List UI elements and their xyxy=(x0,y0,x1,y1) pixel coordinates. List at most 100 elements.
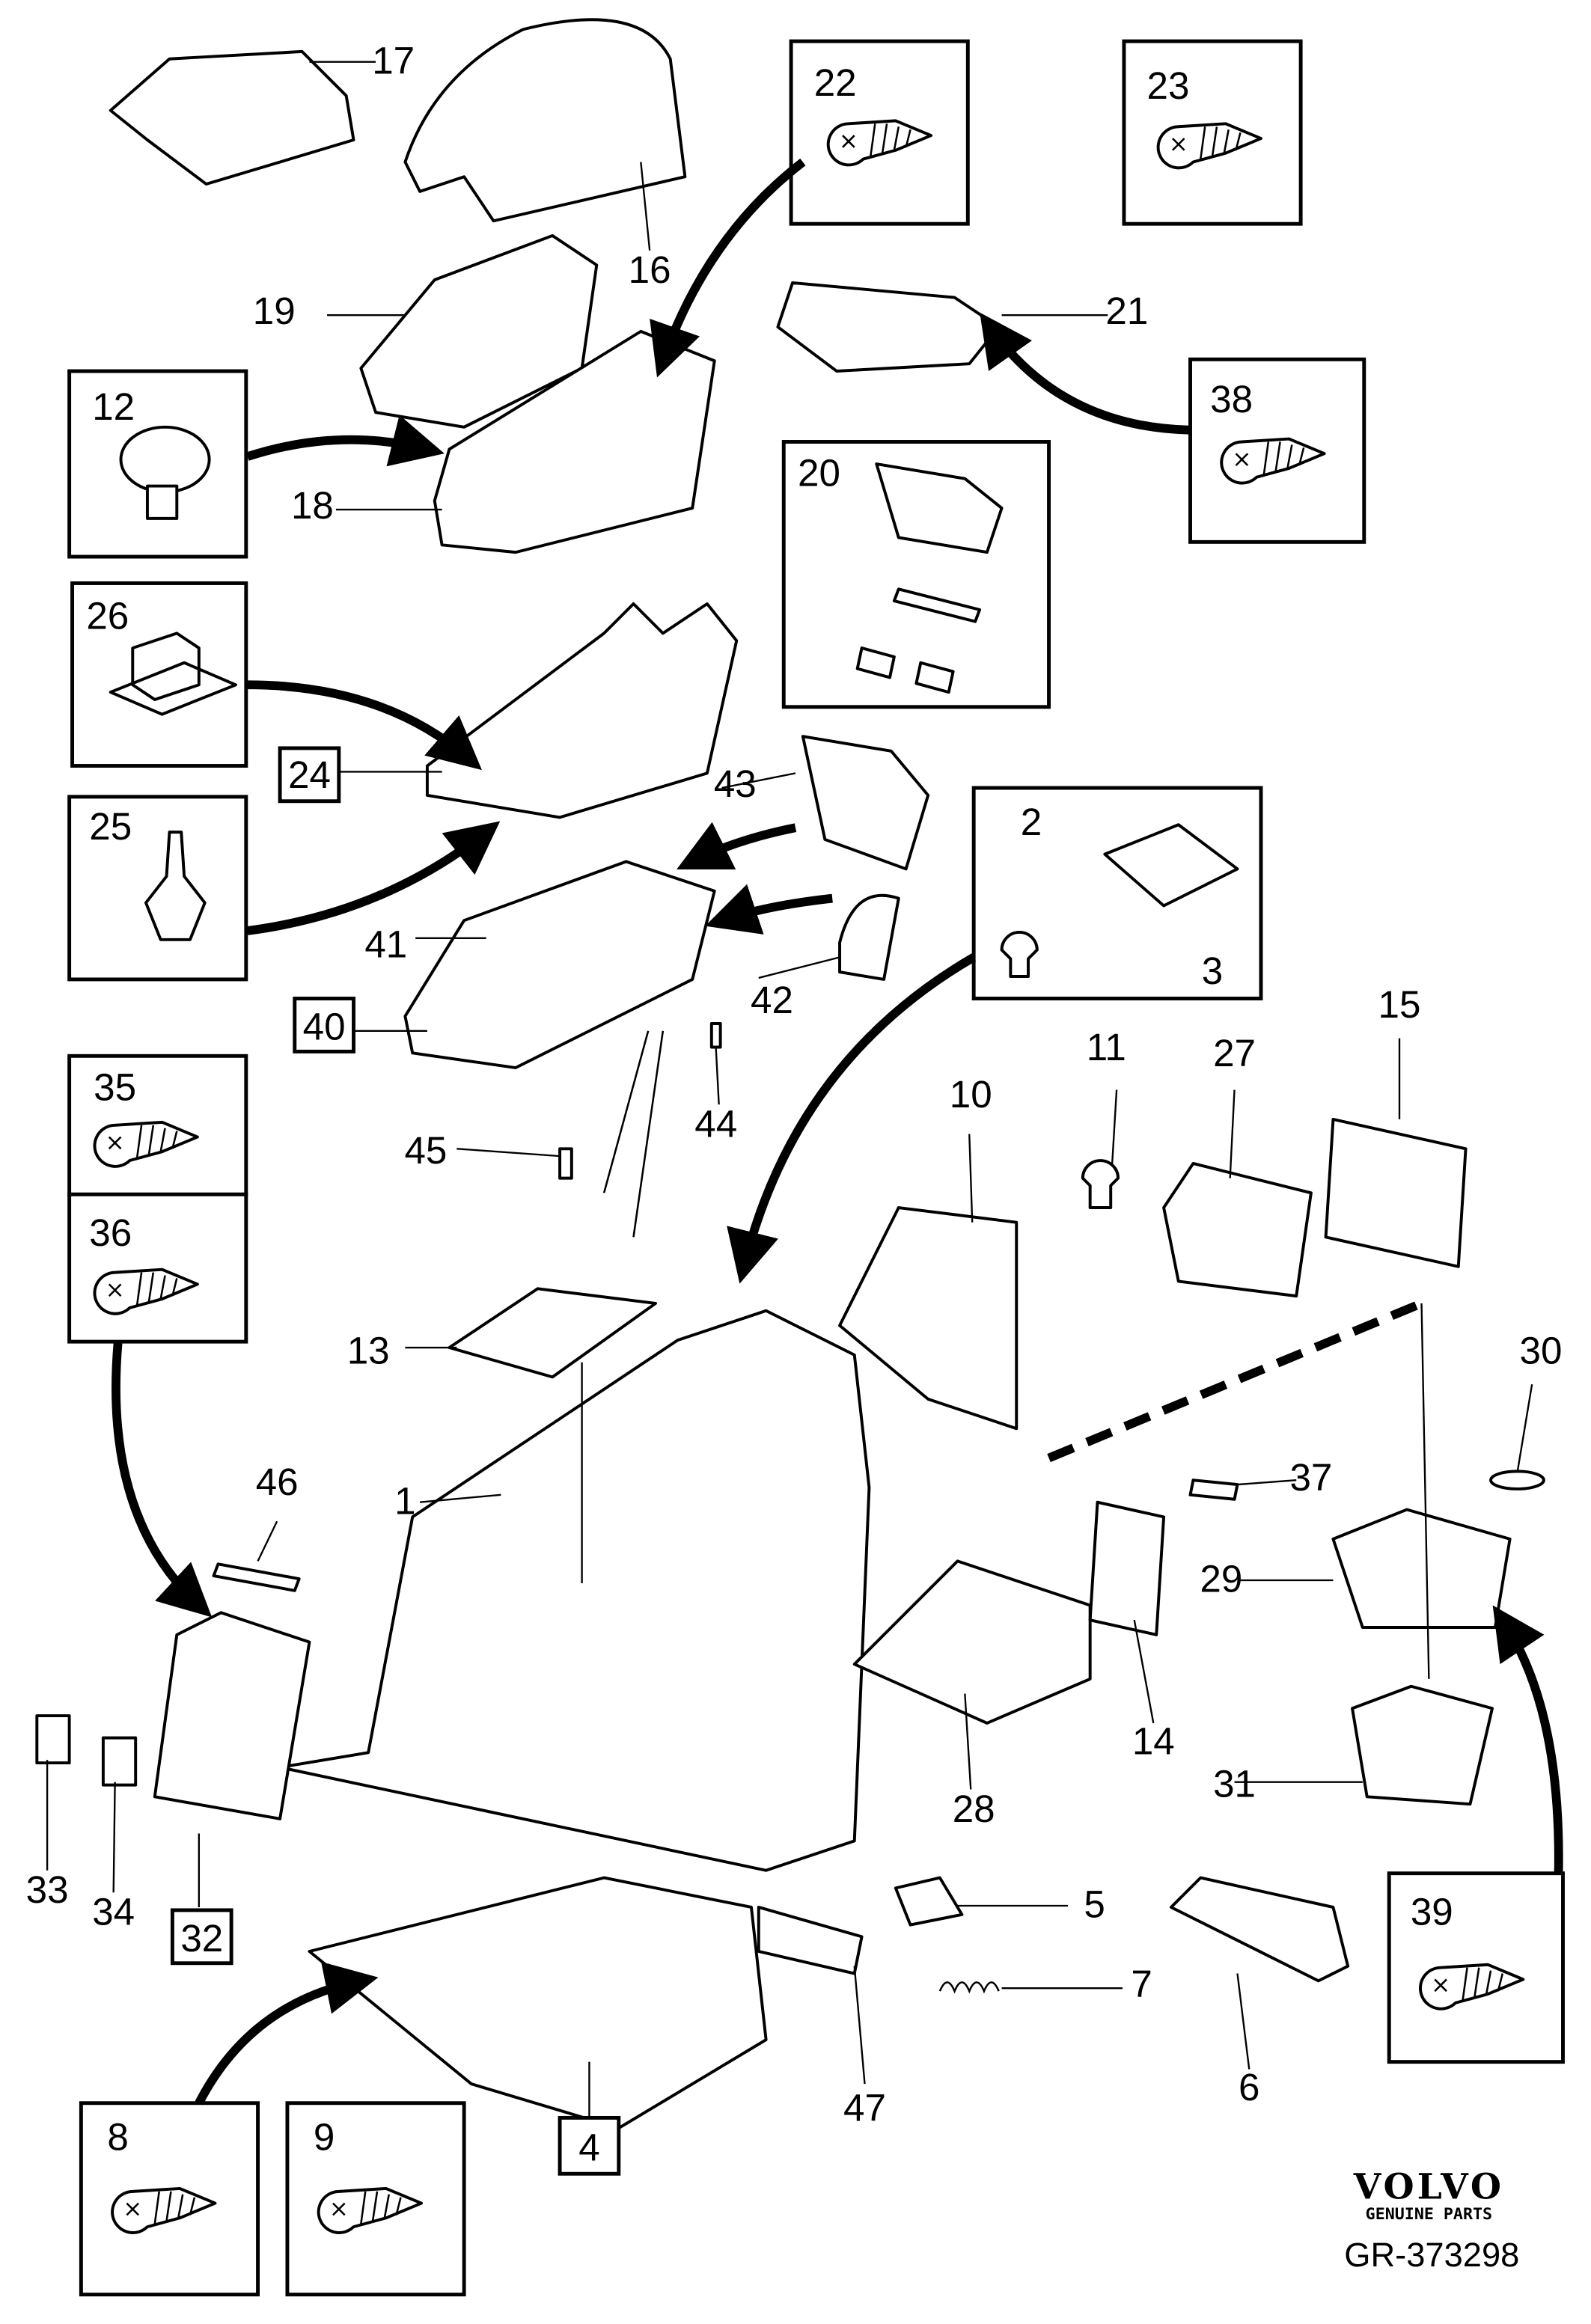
part-17-cover xyxy=(109,49,355,186)
callout-14: 14 xyxy=(1132,1719,1175,1762)
callout-46: 46 xyxy=(256,1461,299,1503)
callout-6: 6 xyxy=(1239,2066,1259,2109)
part-47-pad xyxy=(757,1905,864,1975)
part-32-panel xyxy=(153,1611,311,1820)
callout-43: 43 xyxy=(714,762,757,805)
part-box-9 xyxy=(285,2101,466,2297)
part-11-clip xyxy=(1081,1159,1120,1209)
callout-28: 28 xyxy=(953,1788,995,1830)
part-16-lid xyxy=(403,18,687,223)
part-box-2-3 xyxy=(971,786,1263,1000)
callout-9: 9 xyxy=(314,2116,335,2159)
callout-25: 25 xyxy=(89,805,132,848)
part-5-latch xyxy=(894,1876,964,1927)
callout-29: 29 xyxy=(1200,1558,1242,1600)
part-18-armrest xyxy=(433,329,716,554)
boxed-label-4 xyxy=(558,2115,621,2176)
part-34-clip xyxy=(101,1736,138,1787)
part-10-bracket xyxy=(838,1206,1019,1431)
callout-34: 34 xyxy=(92,1891,135,1933)
callout-12: 12 xyxy=(92,385,135,428)
callout-24: 24 xyxy=(288,753,331,796)
callout-37: 37 xyxy=(1289,1456,1332,1499)
callout-47: 47 xyxy=(843,2086,886,2129)
callout-18: 18 xyxy=(291,484,334,527)
volvo-logo: VOLVO xyxy=(1353,2167,1504,2208)
callout-17: 17 xyxy=(372,39,415,82)
part-4-tray xyxy=(308,1876,768,2130)
boxed-label-24 xyxy=(278,746,341,804)
callout-2: 2 xyxy=(1021,801,1042,843)
callout-31: 31 xyxy=(1213,1762,1256,1805)
part-46-strip xyxy=(212,1562,301,1592)
callout-39: 39 xyxy=(1411,1891,1453,1933)
callout-11: 11 xyxy=(1087,1026,1126,1068)
part-box-26 xyxy=(70,581,248,768)
part-1-console xyxy=(278,1309,871,1872)
part-31-cup xyxy=(1351,1684,1494,1806)
part-37-pad xyxy=(1188,1479,1239,1501)
callout-labels: 17 16 22 23 19 21 12 38 18 20 26 24 43 2… xyxy=(26,39,1563,2168)
callout-4: 4 xyxy=(578,2126,599,2169)
part-27-holder xyxy=(1162,1162,1313,1298)
part-14-plate xyxy=(1088,1500,1166,1636)
wiring-harness xyxy=(602,1030,665,1238)
part-44-screw xyxy=(709,1022,722,1049)
callout-44: 44 xyxy=(694,1103,737,1146)
part-13-mat xyxy=(448,1287,657,1379)
callout-45: 45 xyxy=(405,1129,448,1172)
part-41-frame xyxy=(403,860,716,1069)
callout-16: 16 xyxy=(629,248,671,291)
part-21-tray xyxy=(776,281,1001,373)
part-45-screw xyxy=(558,1147,573,1180)
part-24-base xyxy=(425,602,739,819)
callout-38: 38 xyxy=(1210,378,1253,421)
callout-30: 30 xyxy=(1520,1330,1563,1372)
callout-7: 7 xyxy=(1131,1963,1152,2005)
part-box-23 xyxy=(1122,39,1303,226)
part-7-spring xyxy=(938,1981,1000,1994)
callout-15: 15 xyxy=(1378,983,1421,1026)
callout-1: 1 xyxy=(394,1479,415,1522)
part-box-25 xyxy=(67,795,248,982)
part-box-36 xyxy=(67,1192,248,1344)
callout-22: 22 xyxy=(814,61,857,104)
assembly-arrows xyxy=(112,158,1563,2106)
part-box-38 xyxy=(1188,357,1366,544)
part-box-39 xyxy=(1387,1871,1565,2064)
part-42-cover xyxy=(838,893,900,981)
part-box-8 xyxy=(79,2101,260,2297)
callout-36: 36 xyxy=(89,1211,132,1254)
boxed-label-40 xyxy=(293,997,355,1054)
part-15-frame xyxy=(1324,1117,1468,1268)
part-28-carrier xyxy=(852,1559,1092,1725)
callout-20: 20 xyxy=(798,452,840,495)
callout-42: 42 xyxy=(751,979,793,1021)
callout-19: 19 xyxy=(253,290,296,332)
callout-35: 35 xyxy=(94,1065,136,1108)
callout-21: 21 xyxy=(1105,290,1148,332)
leader-lines xyxy=(46,61,1533,2118)
part-33-clip xyxy=(35,1714,71,1765)
callout-5: 5 xyxy=(1084,1883,1105,1926)
callout-8: 8 xyxy=(107,2116,128,2159)
callout-41: 41 xyxy=(364,923,407,965)
reference-number: GR-373298 xyxy=(1344,2236,1519,2274)
callout-32: 32 xyxy=(180,1917,223,1960)
genuine-parts-tagline: GENUINE PARTS xyxy=(1366,2205,1492,2224)
callout-3: 3 xyxy=(1202,950,1223,992)
callout-40: 40 xyxy=(303,1006,346,1048)
part-box-22 xyxy=(789,39,970,226)
part-box-20 xyxy=(781,440,1051,709)
part-30-clip xyxy=(1489,1470,1545,1490)
callout-27: 27 xyxy=(1213,1032,1256,1074)
part-43-clip xyxy=(801,735,930,871)
callout-23: 23 xyxy=(1147,64,1190,107)
callout-33: 33 xyxy=(26,1868,69,1911)
callout-10: 10 xyxy=(950,1073,992,1116)
part-box-12 xyxy=(67,369,248,559)
callout-13: 13 xyxy=(347,1330,390,1372)
part-29-cupholder xyxy=(1331,1508,1512,1629)
